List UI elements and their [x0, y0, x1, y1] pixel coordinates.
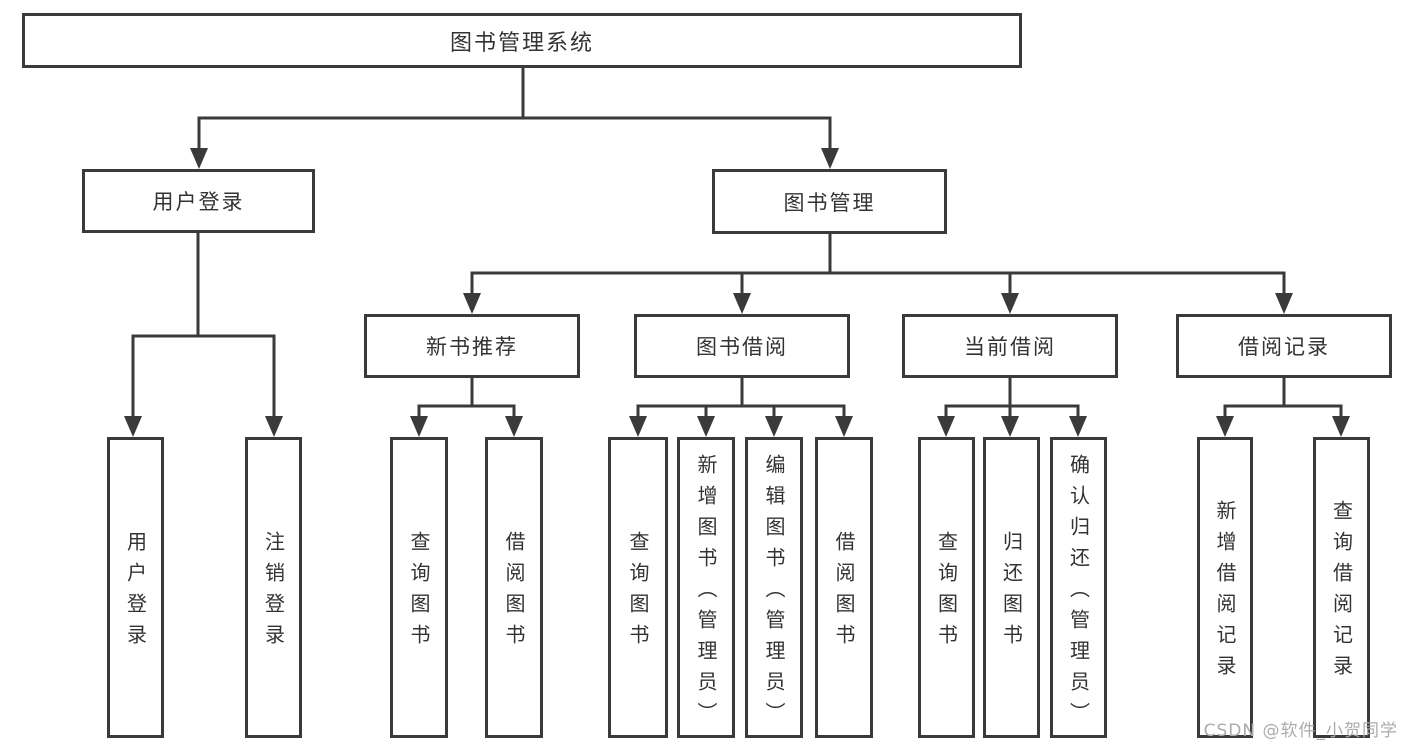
leaf-add-book-admin: 新增图书（管理员）	[677, 437, 735, 738]
node-current-borrowing: 当前借阅	[902, 314, 1118, 378]
node-book-borrowing: 图书借阅	[634, 314, 850, 378]
node-book-management: 图书管理	[712, 169, 947, 234]
leaf-query-books-current: 查询图书	[918, 437, 975, 738]
leaf-borrow-book: 借阅图书	[815, 437, 873, 738]
leaf-borrow-books-recommend: 借阅图书	[485, 437, 543, 738]
leaf-edit-book-admin: 编辑图书（管理员）	[745, 437, 803, 738]
leaf-query-books-recommend: 查询图书	[390, 437, 448, 738]
leaf-user-login: 用户登录	[107, 437, 164, 738]
node-user-login: 用户登录	[82, 169, 315, 233]
leaf-return-book: 归还图书	[983, 437, 1040, 738]
leaf-add-borrow-record: 新增借阅记录	[1197, 437, 1253, 738]
node-new-book-recommendation: 新书推荐	[364, 314, 580, 378]
leaf-query-books-borrow: 查询图书	[608, 437, 668, 738]
leaf-query-borrow-record: 查询借阅记录	[1313, 437, 1370, 738]
node-library-management-system: 图书管理系统	[22, 13, 1022, 68]
leaf-confirm-return-admin: 确认归还（管理员）	[1050, 437, 1107, 738]
node-borrowing-records: 借阅记录	[1176, 314, 1392, 378]
leaf-logout: 注销登录	[245, 437, 302, 738]
csdn-watermark: CSDN @软件_小贺同学	[1203, 721, 1398, 741]
